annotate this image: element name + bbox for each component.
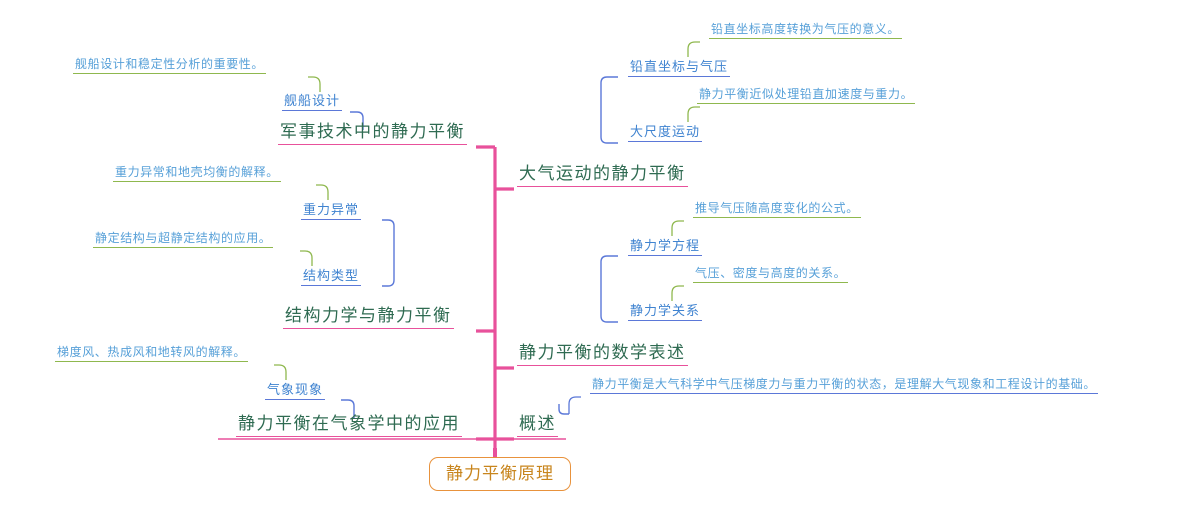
sub-node-hydrostatic-relation[interactable]: 静力学关系	[628, 304, 703, 321]
main-branch-military[interactable]: 军事技术中的静力平衡	[278, 123, 467, 145]
leaf-note-large-scale-motion[interactable]: 静力平衡近似处理铅直加速度与重力。	[697, 88, 916, 104]
leaf-note-structure-type[interactable]: 静定结构与超静定结构的应用。	[93, 232, 274, 248]
leaf-conn-hydrostatic-relation	[671, 285, 684, 301]
leaf-conn-gravity-anomaly	[316, 184, 329, 200]
leaf-note-hydrostatic-relation[interactable]: 气压、密度与高度的关系。	[693, 267, 849, 283]
main-branch-overview[interactable]: 概述	[517, 415, 558, 437]
leaf-note-overview[interactable]: 静力平衡是大气科学中气压梯度力与重力平衡的状态，是理解大气现象和工程设计的基础。	[590, 378, 1099, 394]
sub-node-structure-type[interactable]: 结构类型	[301, 269, 362, 286]
leaf-note-hydrostatic-equation[interactable]: 推导气压随高度变化的公式。	[693, 202, 861, 218]
leaf-connector-overview	[568, 396, 581, 414]
main-branch-atmosphere[interactable]: 大气运动的静力平衡	[517, 165, 688, 187]
bracket-math	[600, 255, 618, 323]
spine-group	[476, 145, 514, 463]
bracket-structural	[382, 219, 395, 287]
sub-node-gravity-anomaly[interactable]: 重力异常	[301, 203, 362, 220]
main-branch-math-expression[interactable]: 静力平衡的数学表述	[517, 344, 688, 366]
sub-node-hydrostatic-equation[interactable]: 静力学方程	[628, 239, 703, 256]
leaf-note-weather-phenomena[interactable]: 梯度风、热成风和地转风的解释。	[55, 346, 249, 362]
leaf-conn-hydrostatic-equation	[671, 220, 684, 236]
bracket-atmosphere	[600, 76, 618, 144]
main-branch-meteorology[interactable]: 静力平衡在气象学中的应用	[236, 415, 462, 437]
leaf-note-gravity-anomaly[interactable]: 重力异常和地壳均衡的解释。	[113, 166, 281, 182]
sub-node-vertical-coordinate[interactable]: 铅直坐标与气压	[628, 60, 731, 77]
sub-node-ship-design[interactable]: 舰船设计	[282, 94, 343, 111]
leaf-conn-large-scale	[687, 106, 700, 122]
leaf-conn-ship-design	[308, 76, 321, 92]
leaf-note-vertical-coordinate[interactable]: 铅直坐标高度转换为气压的意义。	[709, 23, 903, 39]
leaf-conn-vertical-coordinate	[687, 41, 700, 57]
bracket-overview	[558, 404, 569, 415]
main-branch-structural-mechanics[interactable]: 结构力学与静力平衡	[283, 307, 454, 329]
root-node[interactable]: 静力平衡原理	[429, 457, 571, 491]
leaf-conn-weather-phenomena	[274, 364, 287, 380]
leaf-conn-structure-type	[300, 250, 313, 266]
leaf-note-ship-design[interactable]: 舰船设计和稳定性分析的重要性。	[73, 58, 267, 74]
sub-node-weather-phenomena[interactable]: 气象现象	[265, 383, 326, 400]
sub-node-large-scale-motion[interactable]: 大尺度运动	[628, 125, 703, 142]
